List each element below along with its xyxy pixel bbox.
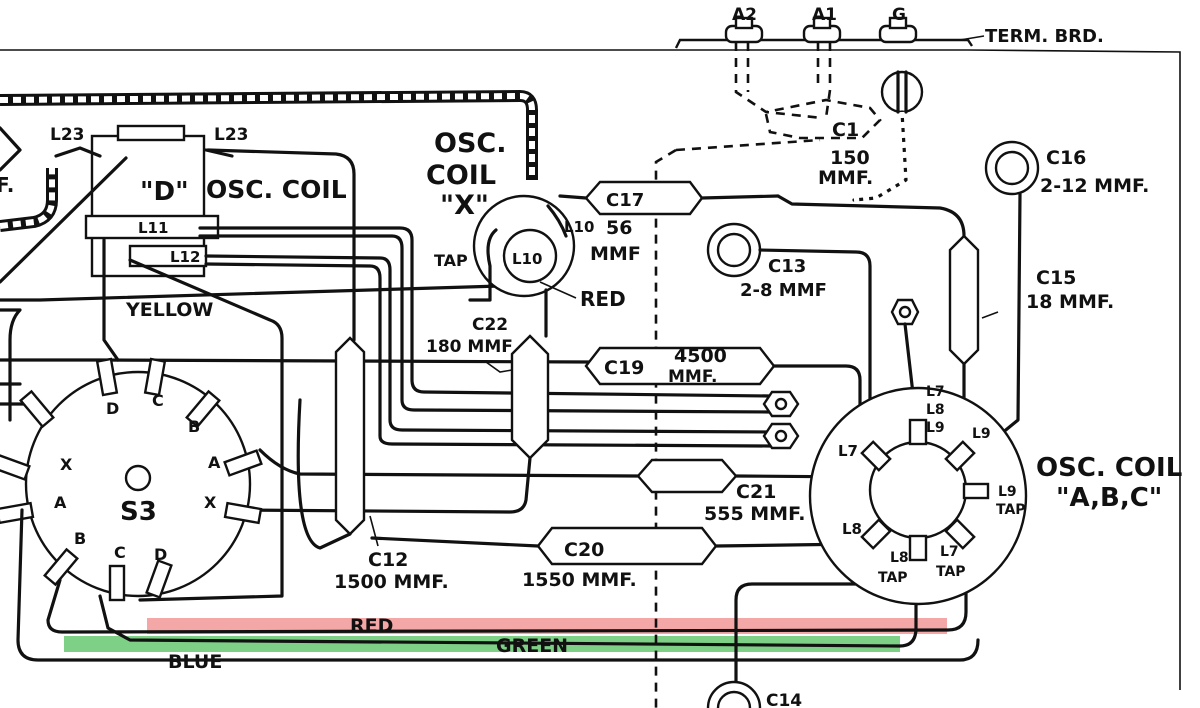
hex-nut-1 bbox=[762, 390, 800, 418]
c22-value: 180 MMF bbox=[426, 337, 513, 357]
c20-name: C20 bbox=[564, 539, 604, 561]
red-wire-label-bottom: RED bbox=[350, 615, 393, 637]
s3-pos-x-left: X bbox=[60, 455, 73, 474]
c21-capacitor[interactable] bbox=[636, 458, 738, 494]
abc-tap-l9: TAP bbox=[996, 502, 1026, 518]
abc-osc-coil[interactable] bbox=[808, 386, 1028, 606]
s3-pos-d-bottom: D bbox=[154, 545, 167, 564]
terminal-a2[interactable] bbox=[724, 16, 764, 44]
c21-value: 555 MMF. bbox=[704, 503, 806, 525]
x-coil-title-3: "X" bbox=[440, 190, 489, 221]
c15-value: 18 MMF. bbox=[1026, 291, 1114, 313]
x-coil-l10-inner: L10 bbox=[512, 250, 542, 268]
abc-pin-l7-bottom: L7 bbox=[940, 544, 959, 560]
ground-lug bbox=[880, 70, 924, 114]
c14-name: C14 bbox=[766, 691, 802, 708]
c22-capacitor[interactable] bbox=[510, 334, 550, 460]
d-coil-l23-right: L23 bbox=[214, 125, 249, 145]
c1-name: C1 bbox=[832, 119, 859, 141]
d-coil-l23-left: L23 bbox=[50, 125, 85, 145]
c16-value: 2-12 MMF. bbox=[1040, 175, 1149, 197]
s3-pos-a-right: A bbox=[208, 453, 221, 472]
c16-name: C16 bbox=[1046, 147, 1086, 169]
red-wire-label-top: RED bbox=[580, 287, 626, 311]
d-coil-l12: L12 bbox=[170, 248, 200, 266]
yellow-wire-label: YELLOW bbox=[125, 299, 213, 321]
c14-trimmer[interactable] bbox=[706, 680, 762, 708]
hex-nut-2 bbox=[762, 422, 800, 450]
c13-trimmer[interactable] bbox=[706, 222, 762, 278]
s3-pos-a-left: A bbox=[54, 493, 67, 512]
terminal-g[interactable] bbox=[878, 16, 918, 44]
chassis-outline bbox=[0, 49, 1181, 690]
c12-name: C12 bbox=[368, 549, 408, 571]
d-coil-letter: "D" bbox=[140, 177, 189, 207]
abc-pin-l7-left: L7 bbox=[838, 442, 858, 460]
d-coil-l11: L11 bbox=[138, 219, 168, 237]
c15-capacitor[interactable] bbox=[948, 234, 980, 366]
c12-capacitor[interactable] bbox=[334, 336, 366, 536]
green-wire-label: GREEN bbox=[496, 635, 568, 657]
s3-pos-c-top: C bbox=[152, 391, 164, 410]
s3-pos-x-right: X bbox=[204, 493, 217, 512]
abc-coil-title-2: "A,B,C" bbox=[1056, 483, 1162, 513]
c16-trimmer[interactable] bbox=[984, 140, 1040, 196]
x-osc-coil[interactable] bbox=[472, 194, 576, 298]
c19-unit: MMF. bbox=[668, 367, 717, 387]
x-coil-title-1: OSC. bbox=[434, 128, 506, 159]
c21-name: C21 bbox=[736, 481, 776, 503]
terminal-a1[interactable] bbox=[802, 16, 842, 44]
terminal-a1-label: A1 bbox=[812, 5, 837, 25]
c17-name: C17 bbox=[606, 190, 644, 211]
c1-value: 150 bbox=[830, 147, 870, 169]
c15-name: C15 bbox=[1036, 267, 1076, 289]
x-coil-l10-outer: L10 bbox=[564, 218, 594, 236]
abc-pin-l9-right: L9 bbox=[972, 426, 991, 442]
terminal-a2-label: A2 bbox=[732, 5, 757, 25]
terminal-board-label: TERM. BRD. bbox=[985, 26, 1104, 47]
s3-pos-b-right: B bbox=[188, 417, 200, 436]
d-coil-title: OSC. COIL bbox=[206, 175, 347, 204]
abc-pin-l8-left: L8 bbox=[842, 520, 862, 538]
c20-value: 1550 MMF. bbox=[522, 569, 637, 591]
c17-value: 56 bbox=[606, 217, 632, 239]
c19-name: C19 bbox=[604, 357, 644, 379]
s3-pos-d-top: D bbox=[106, 399, 119, 418]
c13-name: C13 bbox=[768, 256, 806, 277]
c1-unit: MMF. bbox=[818, 167, 873, 189]
c13-value: 2-8 MMF bbox=[740, 280, 827, 301]
abc-tap-l8: TAP bbox=[878, 570, 908, 586]
c22-name: C22 bbox=[472, 315, 508, 335]
blue-wire-label: BLUE bbox=[168, 651, 222, 673]
abc-pin-l9-tap: L9 bbox=[998, 484, 1017, 500]
abc-pin-l9-top: L9 bbox=[926, 420, 945, 436]
abc-pin-l8-top: L8 bbox=[926, 402, 945, 418]
s3-pos-c-bottom: C bbox=[114, 543, 126, 562]
terminal-g-label: G bbox=[892, 5, 906, 25]
x-coil-title-2: COIL bbox=[426, 160, 496, 191]
hex-nut-3 bbox=[890, 298, 920, 326]
s3-rotary-switch[interactable] bbox=[0, 357, 263, 602]
s3-label: S3 bbox=[120, 497, 157, 527]
abc-pin-l8-bottom: L8 bbox=[890, 550, 909, 566]
abc-pin-l7-top: L7 bbox=[926, 384, 945, 400]
c19-value: 4500 bbox=[674, 345, 727, 367]
s3-pos-b-left: B bbox=[74, 529, 86, 548]
x-coil-tap: TAP bbox=[434, 251, 468, 270]
abc-tap-l7: TAP bbox=[936, 564, 966, 580]
c17-unit: MMF bbox=[590, 243, 641, 265]
d-osc-coil[interactable] bbox=[84, 124, 220, 278]
partial-left-label: F. bbox=[0, 173, 14, 197]
abc-coil-title-1: OSC. COIL bbox=[1036, 453, 1182, 483]
c12-value: 1500 MMF. bbox=[334, 571, 449, 593]
